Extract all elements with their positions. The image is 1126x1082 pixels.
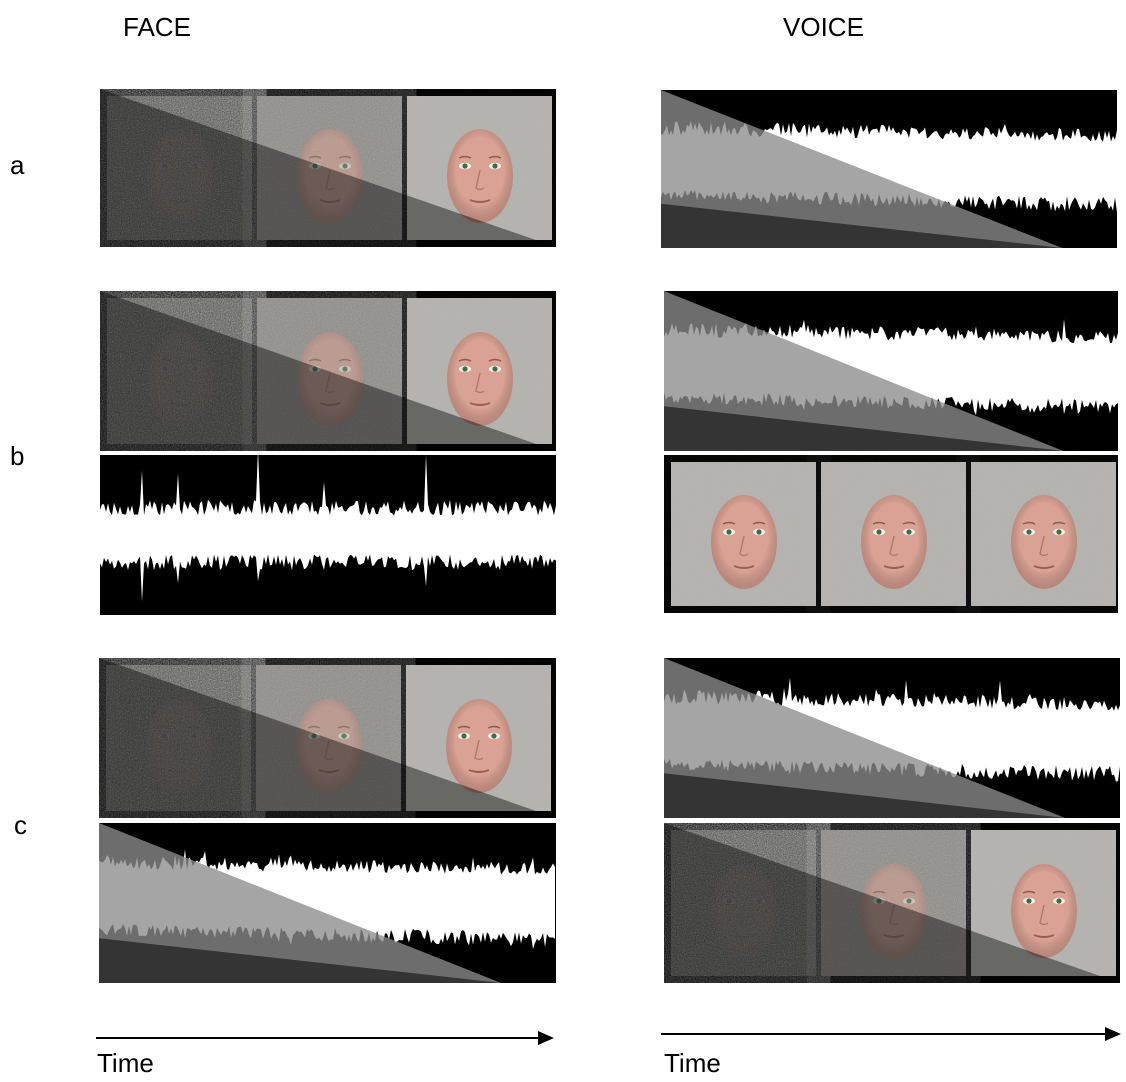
- face-sequence-b-face: [100, 291, 556, 451]
- face-frames: [100, 291, 556, 451]
- waveform-b-voice: [664, 291, 1118, 451]
- waveform-trace: [99, 823, 556, 983]
- waveform-trace: [661, 90, 1117, 248]
- time-arrow-face: [96, 1028, 556, 1048]
- column-header-voice: VOICE: [783, 14, 864, 40]
- time-label-voice: Time: [664, 1050, 721, 1076]
- column-header-face: FACE: [123, 14, 191, 40]
- face-frames: [99, 658, 556, 818]
- face-frames: [100, 89, 556, 247]
- face-frames: [664, 455, 1118, 613]
- time-arrow-voice: [661, 1024, 1123, 1044]
- waveform-trace: [664, 658, 1120, 818]
- face-sequence-c-face: [99, 658, 556, 818]
- waveform-b-face: [100, 455, 556, 615]
- waveform-trace: [664, 291, 1118, 451]
- face-frames: [664, 823, 1120, 983]
- face-sequence-a-face: [100, 89, 556, 247]
- row-label-a: a: [10, 152, 24, 178]
- waveform-c-voice: [664, 658, 1120, 818]
- face-sequence-b-voice: [664, 455, 1118, 613]
- waveform-a-voice: [661, 90, 1117, 248]
- waveform-trace: [100, 455, 556, 615]
- time-label-face: Time: [97, 1050, 154, 1076]
- face-sequence-c-voice: [664, 823, 1120, 983]
- waveform-c-face: [99, 823, 556, 983]
- row-label-b: b: [10, 443, 24, 469]
- row-label-c: c: [14, 812, 27, 838]
